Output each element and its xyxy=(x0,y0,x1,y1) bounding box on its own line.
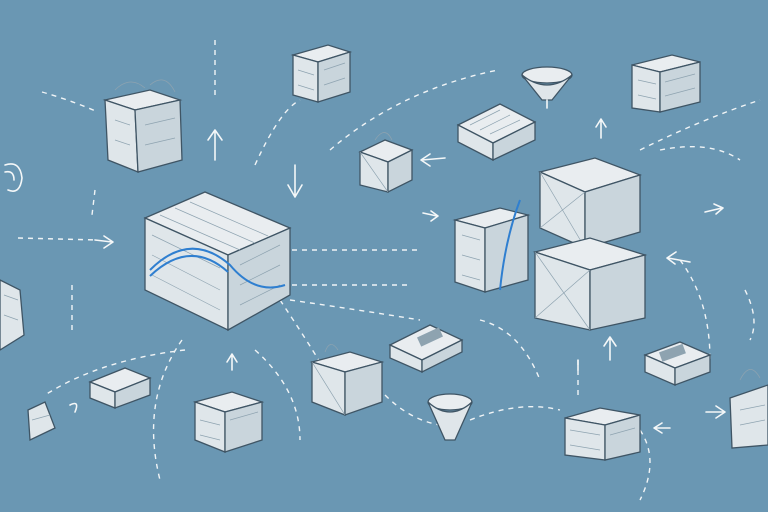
cube-top-right xyxy=(631,54,701,113)
dashed-line xyxy=(17,237,99,241)
arrow-up xyxy=(595,118,607,139)
arrow-right xyxy=(705,405,726,419)
arrow-up xyxy=(207,129,223,161)
flat-box-right xyxy=(643,341,712,386)
arrow-left xyxy=(653,422,671,434)
dashed-line xyxy=(384,394,441,426)
dashed-line xyxy=(479,319,541,381)
large-box-left xyxy=(143,191,292,332)
arrow-left xyxy=(666,251,691,265)
bag-box-bottom-center xyxy=(309,344,385,416)
dashed-line xyxy=(469,406,561,421)
dashed-line xyxy=(639,429,651,501)
blue-ribbon xyxy=(499,199,521,291)
small-bag-center xyxy=(358,132,414,194)
open-box-bottom-center xyxy=(192,391,265,453)
arrow-right xyxy=(704,203,724,215)
pyramid-small xyxy=(27,401,56,442)
arrow-up xyxy=(603,336,617,361)
arrow-down xyxy=(287,164,303,198)
arrow-left xyxy=(420,153,446,167)
dashed-line xyxy=(679,259,711,361)
funnel-bottom xyxy=(427,393,473,441)
swirl-icon-left xyxy=(4,163,23,192)
blue-ribbon xyxy=(149,255,229,277)
dashed-line xyxy=(152,339,183,481)
funnel-top xyxy=(521,66,573,109)
arrow-right xyxy=(94,235,114,249)
arrow-curl xyxy=(69,402,78,413)
dashed-line xyxy=(44,349,186,396)
arrow-right xyxy=(422,210,439,222)
dashed-line xyxy=(41,91,99,113)
cube-top xyxy=(290,44,353,103)
dashed-line xyxy=(329,69,499,151)
box-bottom-right xyxy=(564,407,641,461)
box-edge-left xyxy=(0,279,25,351)
dashed-line xyxy=(254,99,301,166)
flat-box-bottom-left xyxy=(88,367,152,409)
flat-box-top-center xyxy=(456,103,537,162)
flat-box-center-bottom xyxy=(388,324,464,374)
arrow-up xyxy=(226,353,238,371)
stacked-boxes-center-right xyxy=(452,157,648,331)
dashed-flow-lines xyxy=(17,40,761,501)
dashed-line xyxy=(91,189,96,216)
dashed-line xyxy=(254,349,301,441)
bag-box-edge-right xyxy=(729,369,768,449)
dashed-line xyxy=(279,299,331,381)
swirl-icon xyxy=(4,163,23,192)
shopping-bag-box-top-left xyxy=(102,79,183,173)
flow-arrows xyxy=(69,118,726,434)
dashed-line xyxy=(639,99,761,151)
blue-ribbon xyxy=(149,247,286,289)
